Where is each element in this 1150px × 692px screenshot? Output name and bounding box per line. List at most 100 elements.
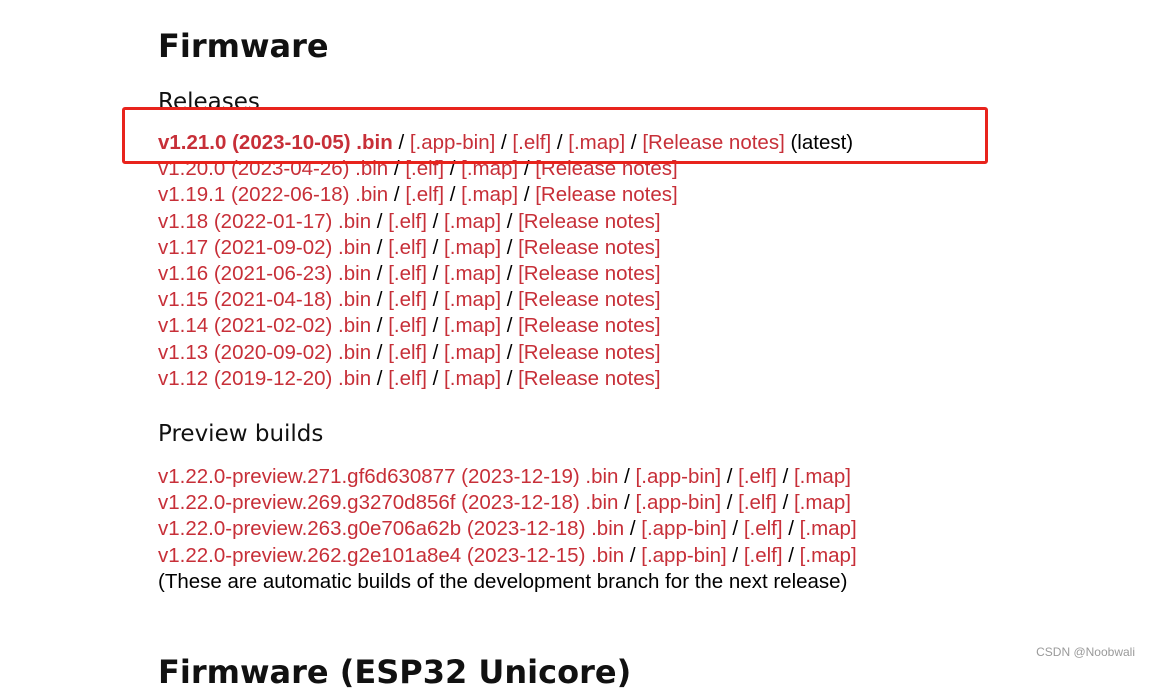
separator: /	[426, 209, 445, 233]
preview-bin-link[interactable]: v1.22.0-preview.271.gf6d630877 (2023-12-…	[158, 465, 619, 488]
release-bin-link[interactable]: v1.14 (2021-02-02) .bin	[158, 314, 372, 338]
preview-app-bin-link[interactable]: [.app-bin]	[641, 543, 727, 567]
separator: /	[726, 543, 744, 567]
separator: /	[444, 183, 462, 207]
release-map-link[interactable]: [.map]	[444, 288, 502, 312]
release-bin-link[interactable]: v1.12 (2019-12-20) .bin	[158, 366, 372, 390]
release-row: v1.15 (2021-04-18) .bin / [.elf] / [.map…	[158, 287, 853, 313]
release-map-link[interactable]: [.map]	[444, 235, 502, 259]
release-bin-link[interactable]: v1.18 (2022-01-17) .bin	[158, 209, 372, 233]
preview-app-bin-link[interactable]: [.app-bin]	[641, 517, 727, 541]
release-notes-link[interactable]: [Release notes]	[535, 183, 678, 207]
preview-map-link[interactable]: [.map]	[793, 491, 851, 515]
separator: /	[426, 235, 445, 259]
release-notes-link[interactable]: [Release notes]	[518, 235, 661, 259]
release-map-link[interactable]: [.map]	[461, 183, 519, 207]
release-map-link[interactable]: [.map]	[444, 209, 502, 233]
release-elf-link[interactable]: [.elf]	[388, 288, 427, 312]
separator: /	[776, 465, 794, 488]
latest-tag: (latest)	[790, 131, 854, 154]
preview-elf-link[interactable]: [.elf]	[738, 491, 777, 515]
separator: /	[371, 340, 389, 364]
preview-elf-link[interactable]: [.elf]	[743, 517, 783, 541]
separator: /	[624, 543, 642, 567]
release-notes-link[interactable]: [Release notes]	[518, 340, 661, 364]
release-bin-link[interactable]: v1.16 (2021-06-23) .bin	[158, 261, 372, 285]
release-notes-link[interactable]: [Release notes]	[518, 261, 661, 285]
release-row: v1.19.1 (2022-06-18) .bin / [.elf] / [.m…	[158, 182, 853, 208]
preview-note: (These are automatic builds of the devel…	[158, 569, 848, 593]
preview-row: v1.22.0-preview.269.g3270d856f (2023-12-…	[158, 490, 857, 516]
release-row: v1.12 (2019-12-20) .bin / [.elf] / [.map…	[158, 366, 853, 392]
separator: /	[501, 366, 519, 390]
separator: /	[776, 491, 794, 515]
preview-map-link[interactable]: [.map]	[793, 465, 851, 488]
separator: /	[618, 465, 636, 488]
preview-row: v1.22.0-preview.262.g2e101a8e4 (2023-12-…	[158, 543, 857, 569]
release-elf-link[interactable]: [.elf]	[388, 366, 427, 390]
release-row: v1.20.0 (2023-04-26) .bin / [.elf] / [.m…	[158, 156, 853, 182]
release-notes-link[interactable]: [Release notes]	[518, 288, 661, 312]
release-app-bin-link[interactable]: [.app-bin]	[409, 131, 496, 154]
preview-elf-link[interactable]: [.elf]	[738, 465, 777, 488]
separator: /	[371, 261, 389, 285]
separator: /	[782, 517, 800, 541]
separator: /	[426, 261, 445, 285]
release-map-link[interactable]: [.map]	[568, 131, 626, 154]
release-map-link[interactable]: [.map]	[444, 340, 502, 364]
preview-app-bin-link[interactable]: [.app-bin]	[635, 465, 722, 488]
release-bin-link[interactable]: v1.15 (2021-04-18) .bin	[158, 288, 372, 312]
separator: /	[388, 157, 406, 181]
release-elf-link[interactable]: [.elf]	[388, 314, 427, 338]
preview-elf-link[interactable]: [.elf]	[743, 543, 783, 567]
release-bin-link[interactable]: v1.20.0 (2023-04-26) .bin	[158, 157, 389, 181]
release-notes-link[interactable]: [Release notes]	[518, 314, 661, 338]
release-bin-link[interactable]: v1.13 (2020-09-02) .bin	[158, 340, 372, 364]
preview-row: v1.22.0-preview.263.g0e706a62b (2023-12-…	[158, 516, 857, 542]
release-map-link[interactable]: [.map]	[444, 261, 502, 285]
release-notes-link[interactable]: [Release notes]	[535, 157, 678, 181]
separator: /	[388, 183, 406, 207]
release-notes-link[interactable]: [Release notes]	[642, 131, 785, 154]
separator: /	[426, 314, 445, 338]
separator: /	[371, 209, 389, 233]
release-map-link[interactable]: [.map]	[461, 157, 519, 181]
release-elf-link[interactable]: [.elf]	[388, 235, 427, 259]
release-elf-link[interactable]: [.elf]	[405, 183, 445, 207]
separator: /	[782, 543, 800, 567]
separator: /	[501, 340, 519, 364]
release-elf-link[interactable]: [.elf]	[512, 131, 552, 154]
release-elf-link[interactable]: [.elf]	[388, 261, 427, 285]
separator: /	[721, 491, 739, 515]
separator: /	[726, 517, 744, 541]
release-bin-link[interactable]: v1.19.1 (2022-06-18) .bin	[158, 183, 389, 207]
release-map-link[interactable]: [.map]	[444, 314, 502, 338]
separator: /	[501, 314, 519, 338]
release-elf-link[interactable]: [.elf]	[388, 340, 427, 364]
separator: /	[551, 131, 569, 154]
separator: /	[371, 366, 389, 390]
separator: /	[625, 131, 643, 154]
release-notes-link[interactable]: [Release notes]	[518, 209, 661, 233]
preview-map-link[interactable]: [.map]	[799, 517, 857, 541]
preview-bin-link[interactable]: v1.22.0-preview.269.g3270d856f (2023-12-…	[158, 491, 619, 515]
release-elf-link[interactable]: [.elf]	[405, 157, 445, 181]
preview-bin-link[interactable]: v1.22.0-preview.263.g0e706a62b (2023-12-…	[158, 517, 625, 541]
release-bin-link[interactable]: v1.21.0 (2023-10-05) .bin	[158, 131, 393, 154]
preview-map-link[interactable]: [.map]	[799, 543, 857, 567]
preview-bin-link[interactable]: v1.22.0-preview.262.g2e101a8e4 (2023-12-…	[158, 543, 625, 567]
release-bin-link[interactable]: v1.17 (2021-09-02) .bin	[158, 235, 372, 259]
separator: /	[624, 517, 642, 541]
release-map-link[interactable]: [.map]	[444, 366, 502, 390]
release-elf-link[interactable]: [.elf]	[388, 209, 427, 233]
separator: /	[444, 157, 462, 181]
release-row: v1.16 (2021-06-23) .bin / [.elf] / [.map…	[158, 261, 853, 287]
release-row-latest: v1.21.0 (2023-10-05) .bin / [.app-bin] /…	[158, 130, 853, 156]
separator: /	[371, 314, 389, 338]
separator: /	[392, 131, 410, 154]
preview-builds-list: v1.22.0-preview.271.gf6d630877 (2023-12-…	[158, 464, 857, 595]
separator: /	[426, 340, 445, 364]
release-notes-link[interactable]: [Release notes]	[518, 366, 661, 390]
separator: /	[501, 209, 519, 233]
preview-app-bin-link[interactable]: [.app-bin]	[635, 491, 722, 515]
